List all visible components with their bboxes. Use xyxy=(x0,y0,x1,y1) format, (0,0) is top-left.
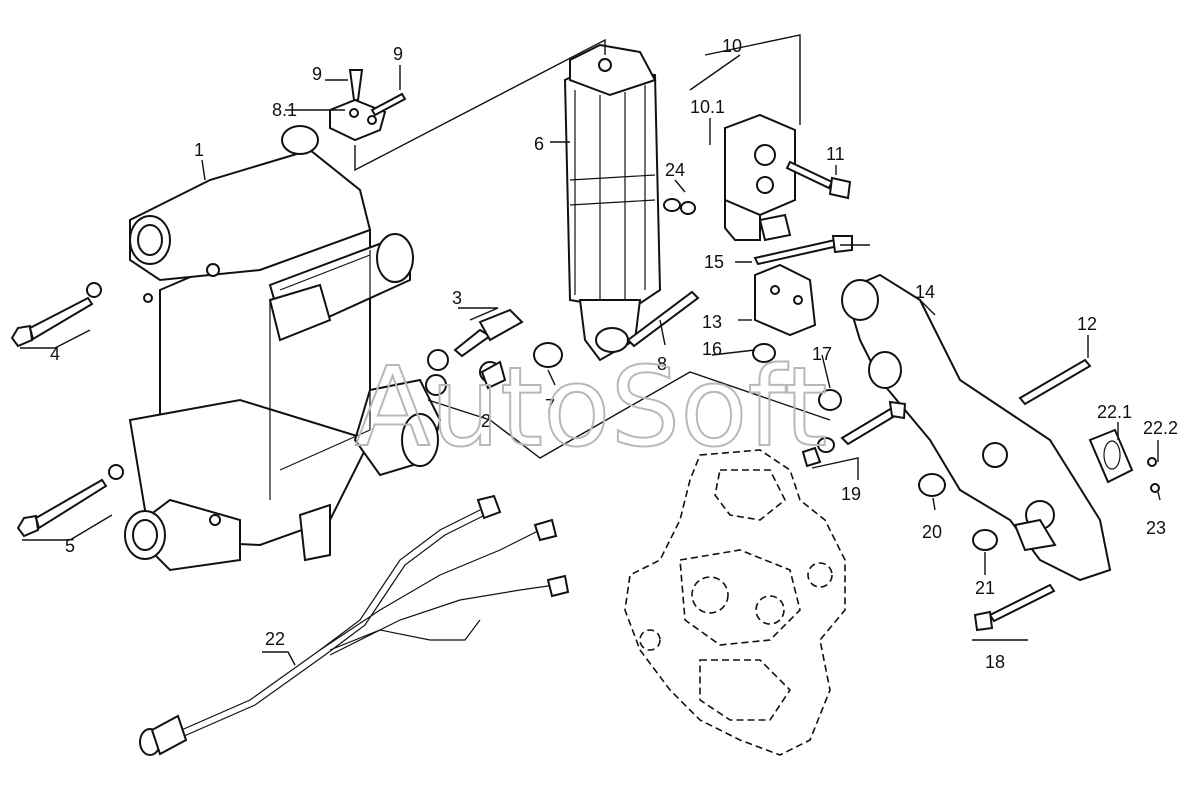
bolt-4 xyxy=(10,282,102,348)
label-20: 20 xyxy=(922,522,942,542)
part-labels: 1 2 3 4 5 6 7 8 8.1 9 9 10 10.1 11 12 13… xyxy=(50,36,1178,672)
bolt-8 xyxy=(626,290,700,348)
oil-cooler xyxy=(124,125,442,572)
label-6: 6 xyxy=(534,134,544,154)
label-14: 14 xyxy=(915,282,935,302)
manifold-pipe-14 xyxy=(841,273,1112,582)
label-2: 2 xyxy=(481,411,491,431)
label-10-1: 10.1 xyxy=(690,97,725,117)
label-12: 12 xyxy=(1077,314,1097,334)
wiring-harness-22 xyxy=(139,494,570,756)
solenoid-valve-10 xyxy=(724,113,796,242)
sensor-3 xyxy=(427,308,524,371)
bracket-13 xyxy=(753,235,853,337)
clip-22-1 xyxy=(1088,428,1160,493)
label-4: 4 xyxy=(50,344,60,364)
o-ring-20 xyxy=(918,473,946,497)
label-18: 18 xyxy=(985,652,1005,672)
label-9b: 9 xyxy=(393,44,403,64)
label-21: 21 xyxy=(975,578,995,598)
label-24: 24 xyxy=(665,160,685,180)
label-15: 15 xyxy=(704,252,724,272)
label-22: 22 xyxy=(265,629,285,649)
leader-lines xyxy=(20,34,1161,666)
label-8: 8 xyxy=(657,354,667,374)
bolt-19 xyxy=(801,400,907,468)
label-3: 3 xyxy=(452,288,462,308)
label-9a: 9 xyxy=(312,64,322,84)
label-7: 7 xyxy=(545,396,555,416)
label-16: 16 xyxy=(702,339,722,359)
label-22-1: 22.1 xyxy=(1097,402,1132,422)
watermark: AutoSoft xyxy=(355,343,827,471)
label-19: 19 xyxy=(841,484,861,504)
label-1: 1 xyxy=(194,140,204,160)
bolt-18 xyxy=(973,583,1056,632)
bolt-11 xyxy=(785,160,852,200)
label-8-1: 8.1 xyxy=(272,100,297,120)
o-ring-21 xyxy=(972,529,998,551)
o-ring-17 xyxy=(818,389,842,411)
o-ring-24 xyxy=(663,198,696,215)
o-ring-16 xyxy=(752,343,776,363)
label-22-2: 22.2 xyxy=(1143,418,1178,438)
label-23: 23 xyxy=(1146,518,1166,538)
label-10: 10 xyxy=(722,36,742,56)
label-11: 11 xyxy=(826,144,845,164)
label-17: 17 xyxy=(812,344,832,364)
o-ring-7 xyxy=(533,342,563,368)
transmission-housing xyxy=(624,449,846,756)
bolt-5 xyxy=(16,464,124,538)
label-5: 5 xyxy=(65,536,75,556)
bolt-12 xyxy=(1018,358,1092,406)
label-13: 13 xyxy=(702,312,722,332)
plug-2 xyxy=(425,360,507,396)
hydraulic-filter-6 xyxy=(563,43,662,362)
